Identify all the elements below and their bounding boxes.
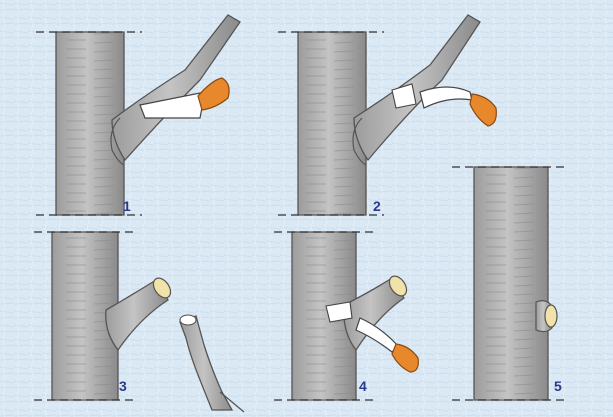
pruned-collar (545, 305, 557, 327)
step-number-1: 1 (123, 198, 131, 214)
step-number-4: 4 (359, 378, 367, 394)
step-number-2: 2 (373, 198, 381, 214)
step-number-3: 3 (119, 378, 127, 394)
step-number-5: 5 (554, 378, 562, 394)
